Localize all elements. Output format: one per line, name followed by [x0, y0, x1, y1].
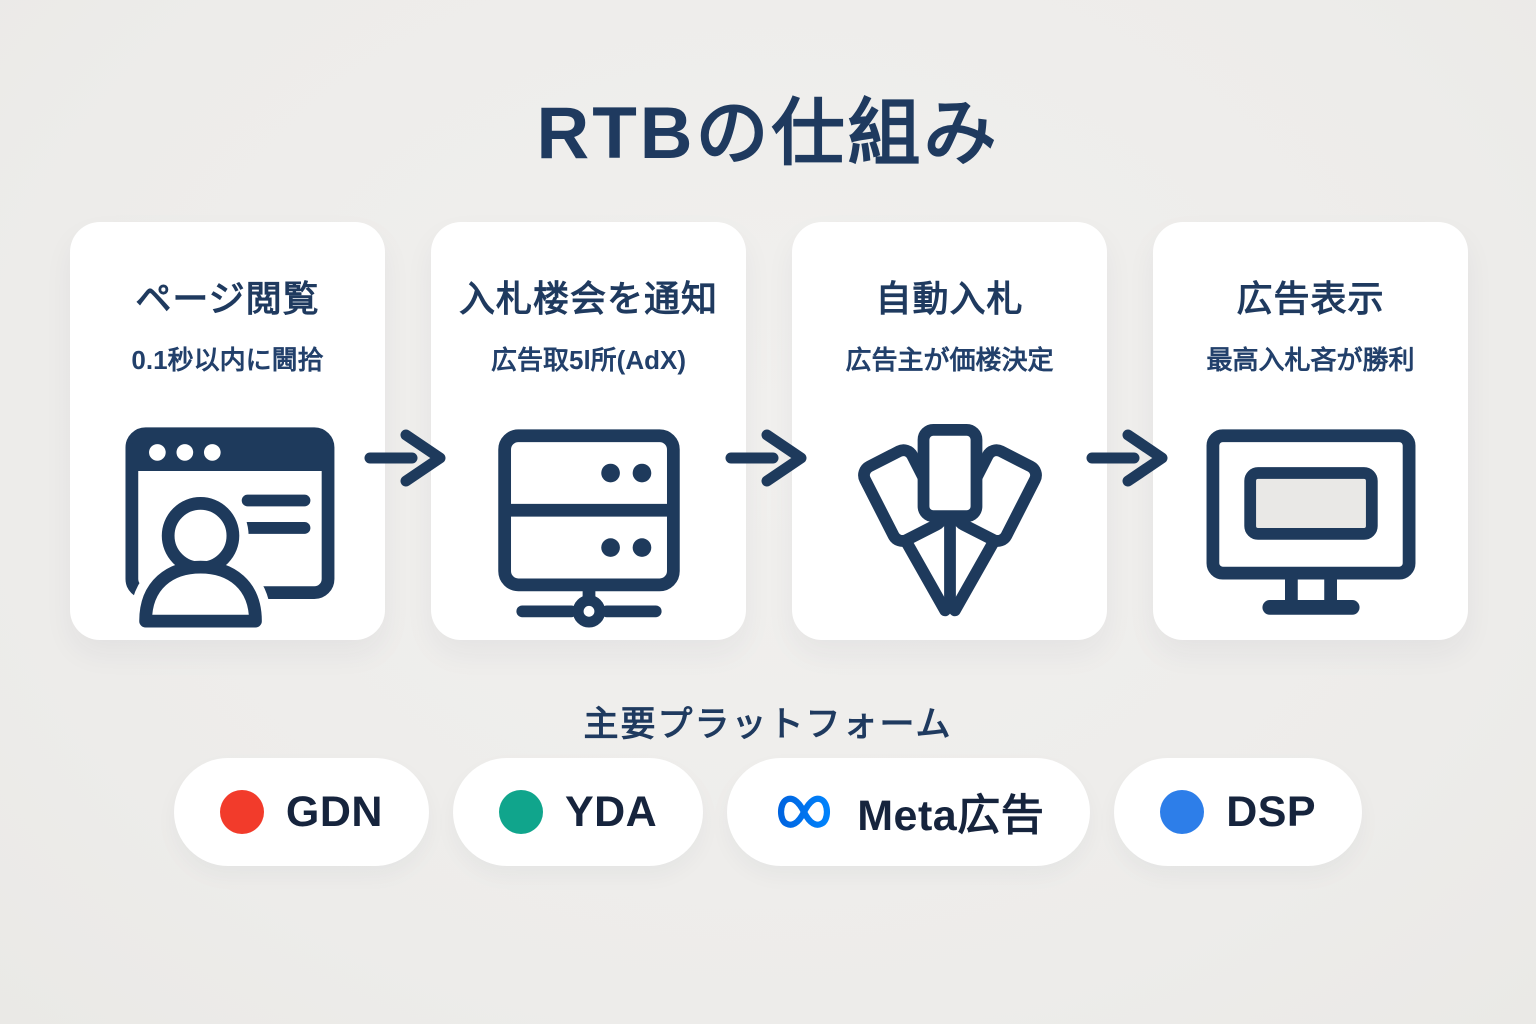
- platform-pill-gdn: GDN: [173, 758, 429, 866]
- right-arrow-icon: [364, 429, 446, 487]
- step-card-bid-request: 入札楼会を通知 広告取5l所(AdX): [431, 222, 746, 640]
- step-title: 入札楼会を通知: [458, 278, 718, 319]
- browser-user-icon: [110, 409, 346, 640]
- blue-dot-icon: [1160, 790, 1205, 834]
- platform-label: DSP: [1226, 787, 1317, 836]
- teal-dot-icon: [498, 790, 543, 834]
- platform-pill-meta: Meta広告: [727, 758, 1091, 866]
- page-title: RTBの仕組み: [536, 93, 1000, 174]
- monitor-ad-icon: [1193, 409, 1429, 640]
- right-arrow-icon: [1086, 429, 1168, 487]
- step-card-ad-display: 広告表示 最高入札吝が勝利: [1153, 222, 1468, 640]
- platform-pill-dsp: DSP: [1114, 758, 1363, 866]
- step-subtitle: 広告主が価楼決定: [845, 345, 1054, 375]
- platforms-row: GDN YDA Meta広告 DSP: [0, 758, 1536, 866]
- ad-exchange-server-icon: [479, 409, 699, 640]
- step-subtitle: 0.1秒以内に閪拾: [131, 345, 324, 375]
- red-dot-icon: [219, 790, 264, 834]
- steps-row: ページ閲覧 0.1秒以内に閪拾: [70, 222, 1468, 640]
- step-title: 広告表示: [1236, 278, 1385, 319]
- platform-label: GDN: [285, 787, 383, 836]
- platform-pill-yda: YDA: [452, 758, 704, 866]
- step-subtitle: 広告取5l所(AdX): [490, 345, 686, 375]
- step-card-auto-bidding: 自動入札 広告主が価楼決定: [792, 222, 1107, 640]
- platform-label: Meta広告: [857, 792, 1045, 840]
- platforms-heading: 主要プラットフォーム: [583, 705, 953, 744]
- step-subtitle: 最高入札吝が勝利: [1206, 345, 1415, 375]
- step-title: 自動入札: [875, 278, 1024, 319]
- platform-label: YDA: [564, 787, 658, 836]
- right-arrow-icon: [725, 429, 807, 487]
- step-card-page-view: ページ閲覧 0.1秒以内に閪拾: [70, 222, 385, 640]
- bid-paddles-icon: [840, 409, 1060, 640]
- meta-infinity-logo-icon: [778, 795, 831, 828]
- step-title: ページ閲覧: [135, 278, 320, 319]
